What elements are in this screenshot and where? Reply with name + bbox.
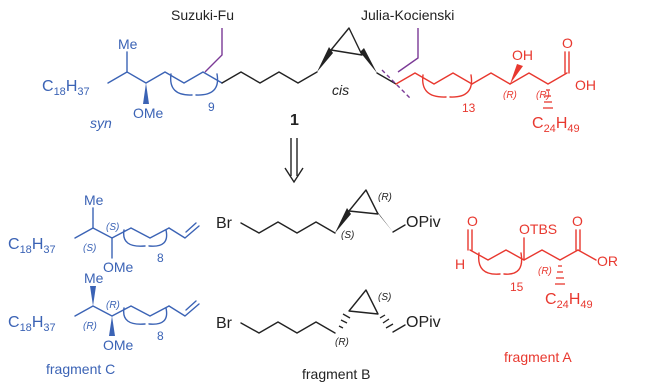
c18h37-label: C18H37 (8, 236, 56, 256)
julia-kocienski-label: Julia-Kocienski (361, 7, 454, 23)
hashed-right (379, 314, 394, 329)
chain-blue (107, 71, 223, 84)
julia-solid (397, 28, 419, 73)
compound-number: 1 (290, 112, 299, 129)
fragment-c-1: C18H37 Me (S) (S) OMe 8 (8, 192, 200, 275)
s1-label: (S) (83, 243, 96, 254)
bracket-9-r (195, 73, 219, 96)
br-label: Br (216, 215, 233, 232)
c18h37-label: C18H37 (42, 78, 90, 98)
suzuki-fu-label: Suzuki-Fu (171, 7, 234, 23)
wedge (335, 208, 351, 233)
wedge-left (317, 47, 333, 72)
fragment-c-label: fragment C (46, 361, 115, 377)
syn-label: syn (90, 115, 112, 131)
s2-label: (S) (106, 222, 119, 233)
opiv-label: OPiv (406, 314, 441, 331)
me-label: Me (118, 36, 138, 52)
c24h49-label: C24H49 (545, 291, 593, 311)
bracket-13-r (449, 74, 473, 98)
oh-acid-label: OH (575, 77, 596, 93)
fragment-b-2: Br (R) (S) OPiv (216, 289, 441, 348)
c24h49-label: C24H49 (532, 115, 580, 135)
ome-label: OMe (103, 259, 134, 275)
otbs-label: OTBS (519, 221, 557, 237)
ch2-o (392, 224, 406, 233)
fragment-a: O H 15 OTBS (R) O OR C24H49 (455, 213, 618, 311)
r2-label: (R) (106, 300, 120, 311)
chain-red (395, 72, 511, 85)
s-label: (S) (341, 230, 354, 241)
opiv-label: OPiv (406, 214, 441, 231)
r1-label: (R) (503, 90, 517, 101)
bracket-r (148, 307, 168, 325)
ch2-o (392, 324, 406, 333)
fragment-b-label: fragment B (302, 366, 370, 382)
ome-label: OMe (103, 337, 134, 353)
chain-red-acid (509, 72, 568, 85)
bracket-13 (422, 74, 447, 98)
fragment-a-label: fragment A (504, 349, 572, 365)
bracket (122, 229, 146, 247)
wedge-right (360, 48, 377, 73)
me-label: Me (84, 270, 104, 286)
fragment-c-2: C18H37 Me (R) (R) OMe 8 (8, 270, 200, 353)
suzuki-cut (204, 28, 223, 73)
ome-label: OMe (133, 105, 164, 121)
fragment-b-1: Br (S) (R) OPiv (216, 189, 441, 241)
disconnections: Suzuki-Fu Julia-Kocienski (171, 7, 454, 99)
bracket (477, 252, 501, 275)
o-aldehyde-label: O (467, 213, 478, 229)
cyclopropane (348, 289, 379, 315)
vinyl (168, 303, 200, 317)
cyclopropane (348, 189, 379, 215)
c24-hashed-bond (543, 89, 553, 109)
n15-label: 15 (510, 280, 524, 294)
n8-label: 8 (157, 251, 164, 265)
r2-label: (R) (536, 90, 550, 101)
r-label: (R) (335, 337, 349, 348)
chain (74, 227, 170, 239)
n9-label: 9 (208, 100, 215, 114)
bracket-r (503, 252, 523, 275)
chain-black-right (376, 72, 397, 85)
hashed-left (338, 313, 351, 329)
r-label: (R) (538, 266, 552, 277)
o-ester-label: O (572, 213, 583, 229)
bracket-r (148, 229, 168, 247)
r1-label: (R) (83, 321, 97, 332)
me-wedge (90, 286, 96, 306)
n13-label: 13 (462, 101, 476, 115)
wedge-r (376, 210, 393, 232)
chain (240, 321, 336, 334)
me-label: Me (84, 192, 104, 208)
chain (240, 221, 336, 234)
bracket-9 (169, 73, 193, 96)
ome-wedge (109, 316, 115, 336)
s-label: (S) (378, 292, 391, 303)
retro-arrow (284, 138, 304, 184)
vinyl-double (185, 222, 197, 233)
cyclopropane (330, 27, 363, 56)
vinyl-double (185, 300, 197, 311)
chain-black-left (221, 71, 318, 84)
vinyl (168, 225, 200, 239)
ester-o-bond (577, 249, 597, 261)
r-label: (R) (378, 192, 392, 203)
bracket (122, 307, 146, 325)
compound-1: C18H37 Me OMe syn 9 cis 1 13 OH (R) (R) … (42, 27, 596, 135)
c18h37-label: C18H37 (8, 314, 56, 334)
oh-wedge (510, 64, 523, 84)
c24-hashed-bond (555, 265, 565, 285)
n8-label: 8 (157, 329, 164, 343)
ome-wedge (143, 83, 149, 104)
o-carbonyl-label: O (562, 35, 573, 51)
or-label: OR (597, 253, 618, 269)
cis-label: cis (332, 82, 349, 98)
chain (74, 305, 170, 317)
h-label: H (455, 256, 465, 272)
oh-alcohol-label: OH (512, 47, 533, 63)
br-label: Br (216, 315, 233, 332)
